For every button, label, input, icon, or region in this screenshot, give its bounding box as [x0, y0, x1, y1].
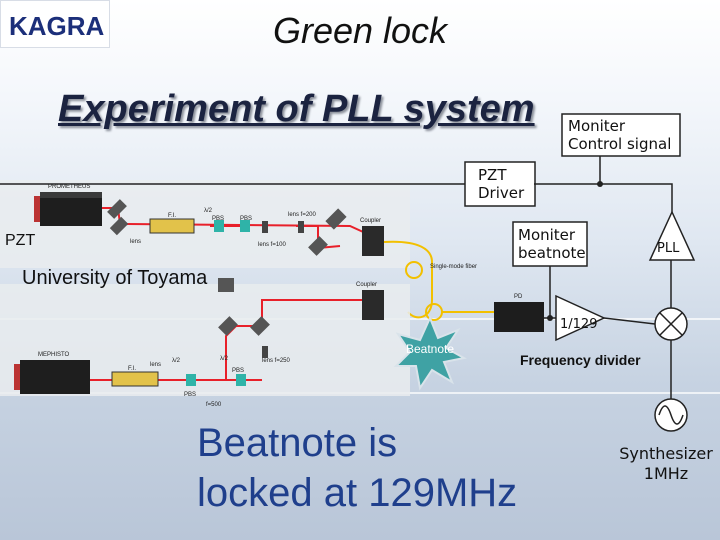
pzt-driver-line2: Driver — [478, 184, 525, 202]
mirror — [250, 316, 270, 336]
pbs-label-1: PBS — [212, 216, 224, 222]
moniter-beatnote-line2: beatnote — [518, 244, 586, 262]
moniter-control-line2: Control signal — [568, 135, 672, 153]
mirror — [308, 236, 328, 256]
experiment-title: Experiment of PLL system — [58, 88, 535, 130]
coupler-bottom — [362, 290, 384, 320]
lens-label: lens — [130, 239, 141, 245]
lambda2-bottom-label-2: λ/2 — [220, 356, 229, 362]
fi-bottom-label: F.I. — [128, 366, 136, 372]
moniter-control-label: Moniter Control signal — [568, 117, 671, 153]
pzt-side-label: PZT — [5, 232, 36, 249]
pbs-top-1 — [214, 220, 224, 232]
pzt-driver-label: PZT Driver — [478, 166, 524, 202]
logo-text: KAGRA — [9, 11, 105, 41]
pbs-label-2: PBS — [240, 216, 252, 222]
pll-triangle — [648, 210, 696, 261]
laser-fins-top — [34, 196, 40, 222]
frequency-divider-label: Frequency divider — [520, 352, 641, 368]
single-mode-fiber: Single-mode fiber — [383, 240, 494, 321]
moniter-beatnote-box — [512, 221, 588, 267]
coupler-top — [362, 226, 384, 256]
divider-label: 1/129 — [560, 317, 598, 332]
pbs-bottom-1 — [186, 374, 196, 386]
moniter-beatnote-label: Moniter beatnote — [518, 226, 586, 262]
pll-block-diagram — [0, 113, 696, 432]
bottom-beam-to-coupler — [226, 299, 362, 327]
lens-label-bottom: lens — [150, 362, 161, 368]
lens-f200-label: lens f=200 — [288, 212, 317, 218]
wire — [599, 156, 673, 212]
synthesizer-label: Synthesizer 1MHz — [612, 444, 720, 484]
lens-f250-label: lens f=250 — [262, 358, 291, 364]
lens-f100-label: lens f=100 — [258, 242, 287, 248]
coupler-bottom-label: Coupler — [356, 282, 377, 288]
junction-dot — [547, 315, 553, 321]
mirror — [218, 316, 238, 336]
beatnote-star-label: Beatnote — [405, 342, 455, 356]
mount — [218, 278, 234, 292]
junction-dot — [597, 181, 603, 187]
top-optical-bench: PROMETHEUS F.I. lens λ/2 PBS PBS lens f=… — [0, 180, 410, 268]
pd-label: PD — [514, 294, 523, 300]
result-line1: Beatnote is — [197, 421, 398, 465]
sine-icon — [658, 405, 684, 425]
moniter-control-box — [561, 113, 681, 157]
kagra-logo: KAGRA — [0, 0, 110, 48]
moniter-beatnote-line1: Moniter — [518, 226, 576, 244]
lambda2-label: λ/2 — [204, 208, 213, 214]
result-line2: locked at 129MHz — [197, 471, 518, 515]
mephisto-laser — [20, 360, 90, 394]
pll-label: PLL — [657, 241, 680, 256]
slide-title: Green lock — [272, 10, 448, 51]
university-label: University of Toyama — [22, 267, 208, 289]
lens-bottom — [262, 346, 268, 358]
pbs-bottom-2 — [236, 374, 246, 386]
lens-top-2 — [298, 221, 304, 233]
synthesizer-line1: Synthesizer — [619, 444, 713, 463]
moniter-control-line1: Moniter — [568, 117, 626, 135]
mirror — [107, 199, 127, 219]
laser-top-label: PROMETHEUS — [48, 184, 90, 190]
laser-top-strip — [40, 192, 102, 198]
pbs-bottom-label: PBS — [184, 392, 196, 398]
beam-branch — [296, 225, 341, 250]
pd-body — [494, 302, 544, 332]
photodetector: PD — [494, 294, 544, 332]
synthesizer-line2: 1MHz — [643, 464, 689, 483]
laser-bottom-label: MEPHISTO — [38, 352, 70, 358]
pbs-bottom-label-2: PBS — [232, 368, 244, 374]
coupler-top-label: Coupler — [360, 218, 381, 224]
lens-f500-label: f=500 — [206, 402, 222, 408]
lambda2-bottom-label: λ/2 — [172, 358, 181, 364]
mirror — [109, 216, 129, 236]
lens-top — [262, 221, 268, 233]
result-text: Beatnote is locked at 129MHz — [197, 418, 517, 518]
pbs-top-2 — [240, 220, 250, 232]
faraday-isolator-top — [149, 218, 195, 234]
bottom-optical-bench: MEPHISTO F.I. lens λ/2 PBS PBS λ/2 lens … — [0, 278, 410, 408]
faraday-isolator-bottom — [111, 371, 159, 387]
mirror — [325, 208, 347, 230]
beatnote-starburst — [393, 315, 467, 391]
mixer-cross — [659, 312, 683, 336]
pzt-driver-line1: PZT — [478, 166, 507, 184]
laser-fins-bottom — [14, 364, 20, 390]
fiber-label: Single-mode fiber — [430, 264, 477, 270]
fi-top-label: F.I. — [168, 213, 176, 219]
wire — [603, 317, 656, 325]
